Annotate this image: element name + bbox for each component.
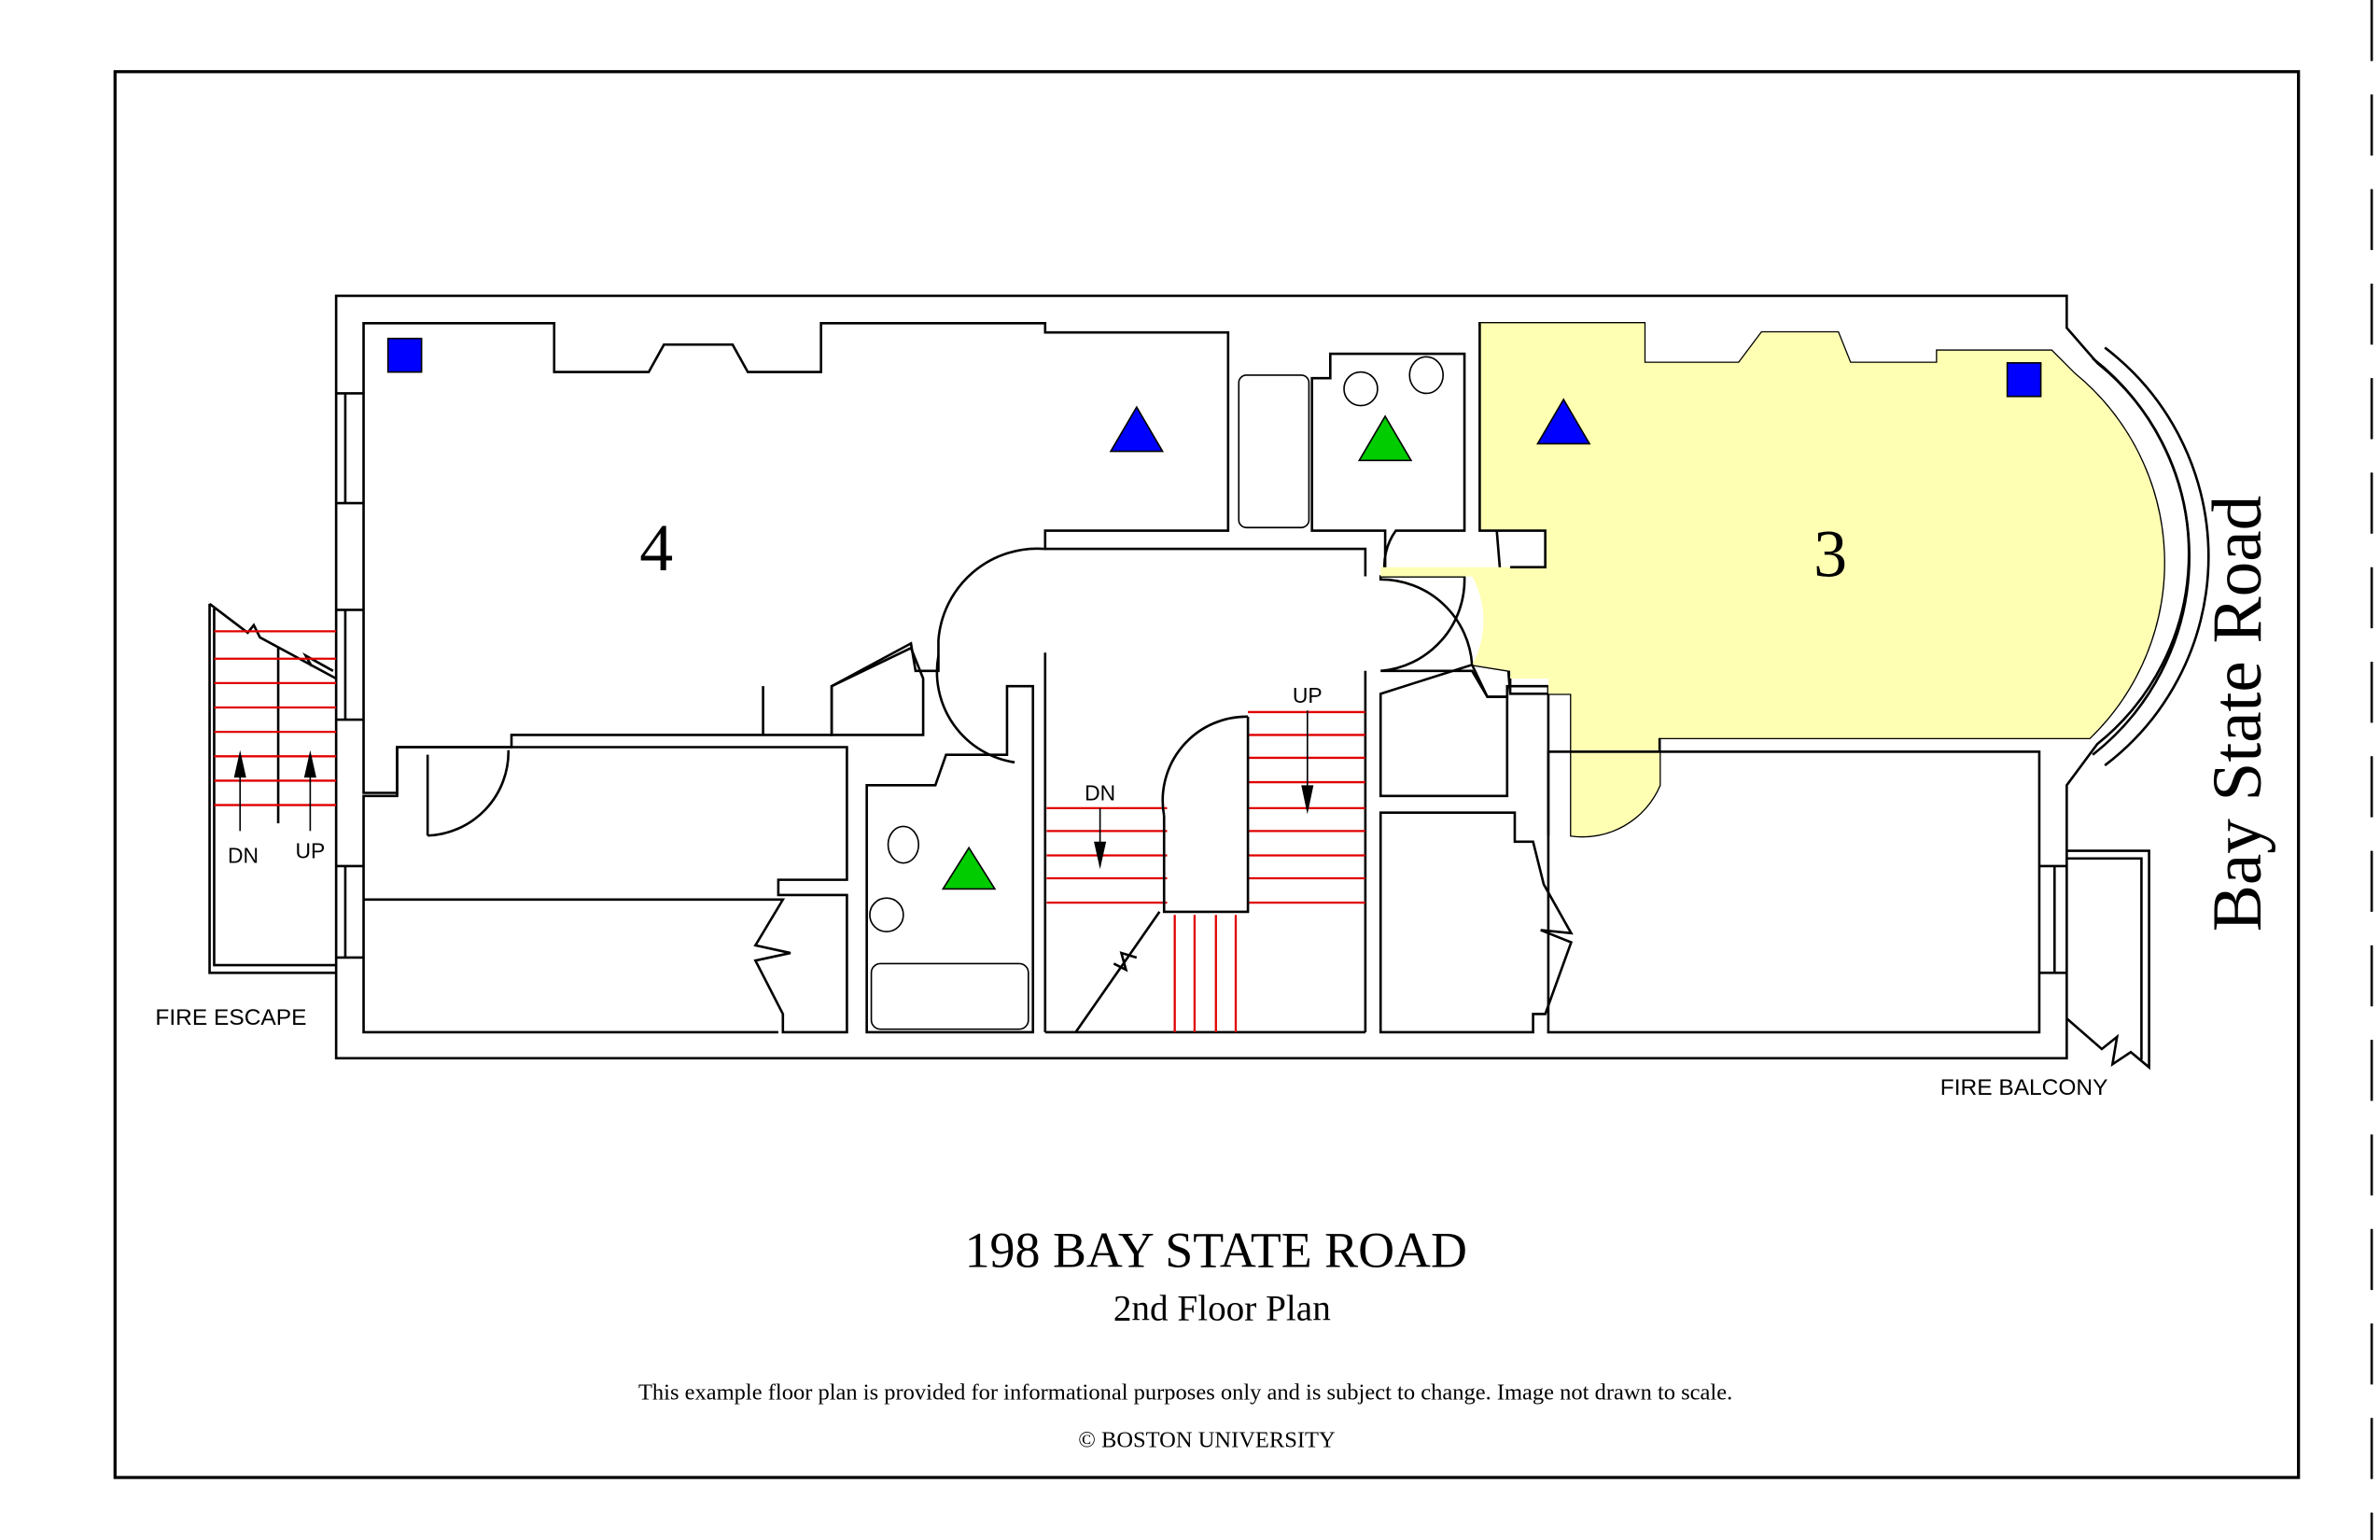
unit-3: 3 (1310, 322, 2210, 1034)
toilet-icon (1343, 371, 1379, 407)
unit-4-bathroom (865, 684, 1035, 1034)
plan-title: 198 BAY STATE ROAD (965, 1223, 1467, 1279)
stair-dn-label: DN (1085, 781, 1115, 805)
fire-escape: DN UP FIRE ESCAPE (155, 602, 337, 1030)
green-triangle-marker (941, 846, 997, 890)
unit-4: 4 (362, 322, 1230, 1034)
sink-icon (887, 825, 920, 864)
bathtub-icon (1238, 374, 1310, 529)
unit-4-living-room (362, 322, 1230, 794)
stair-arrow-head (1094, 841, 1107, 870)
fire-escape-dn-label: DN (228, 844, 259, 868)
fire-balcony: FIRE BALCONY (1940, 849, 2150, 1100)
sink-icon (1408, 356, 1445, 395)
blue-square-marker (386, 337, 423, 373)
bathtub-icon (870, 962, 1029, 1030)
unit-3-small-bedroom (1379, 811, 1574, 1034)
stair-up-label: UP (1293, 683, 1323, 707)
toilet-icon (869, 897, 904, 932)
blue-square-marker (2006, 361, 2042, 398)
green-triangle-marker (1357, 414, 1413, 462)
fire-balcony-label: FIRE BALCONY (1940, 1075, 2108, 1100)
unit-3-bathroom (1310, 352, 1466, 577)
windows (336, 392, 2067, 974)
unit-4-bedroom (362, 746, 848, 1034)
stair-handrail (1074, 715, 1250, 1033)
street-label: Bay State Road (2199, 496, 2276, 931)
stair-arrow-head (1301, 785, 1314, 815)
bathroom-door-arc (935, 655, 1015, 764)
unit-3-bedroom (1547, 750, 2041, 1034)
hallway-walls (1043, 547, 1367, 1034)
disclaimer: This example floor plan is provided for … (638, 1380, 1732, 1406)
unit-4-number: 4 (639, 511, 673, 585)
copyright: © BOSTON UNIVERSITY (1078, 1427, 1336, 1452)
bedroom-door-arc (426, 749, 511, 837)
blue-triangle-marker (1109, 405, 1165, 453)
bay-window (2092, 346, 2210, 767)
blue-triangle-marker (1536, 398, 1591, 445)
unit-4-closet (830, 646, 925, 736)
fire-escape-label: FIRE ESCAPE (155, 1005, 306, 1030)
central-stair: DN UP (1046, 683, 1365, 1033)
plan-subtitle: 2nd Floor Plan (1113, 1289, 1331, 1329)
unit-3-main (1380, 323, 2164, 837)
unit-3-number: 3 (1813, 517, 1847, 592)
unit-3-closet (1379, 663, 1509, 798)
sheet-border (113, 70, 2301, 1479)
fire-escape-up-label: UP (295, 839, 325, 863)
